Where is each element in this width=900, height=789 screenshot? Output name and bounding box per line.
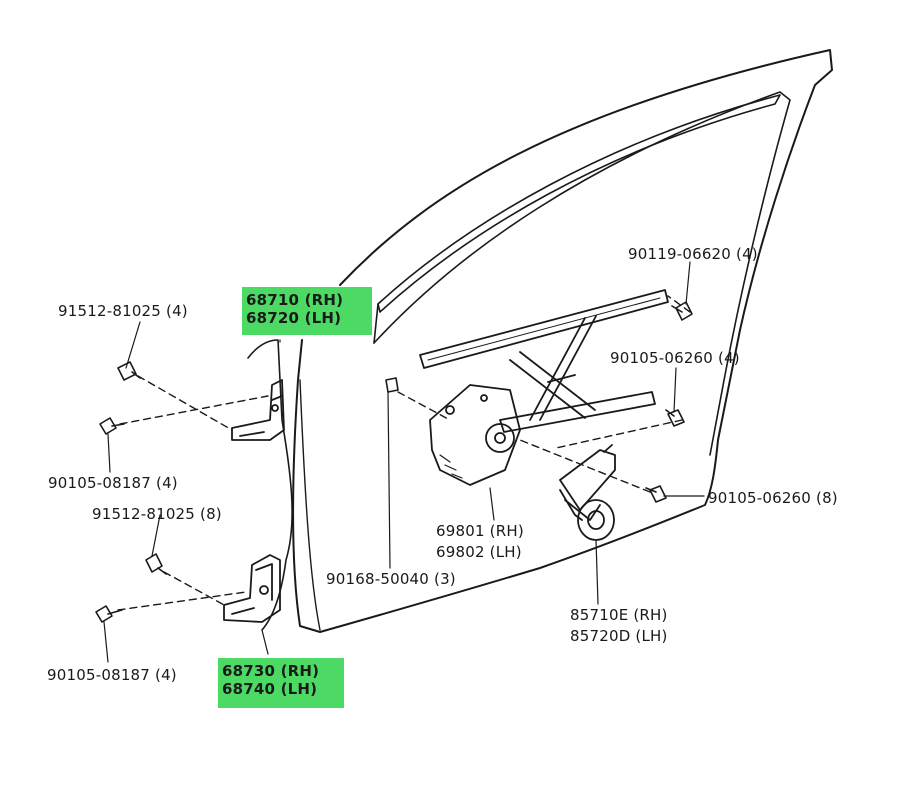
bolt-90105-06260-4	[665, 409, 685, 427]
label-68730-rh: 68730 (RH)	[222, 662, 320, 680]
door-outline	[292, 49, 833, 633]
label-91512-81025-bottom: 91512-81025 (8)	[92, 505, 222, 523]
upper-hinge	[231, 379, 285, 441]
upper-hinge-highlight: 68710 (RH) 68720 (LH)	[242, 287, 372, 335]
bolt-91512-top	[117, 361, 141, 381]
window-motor	[559, 444, 616, 541]
label-90119-06620: 90119-06620 (4)	[628, 245, 758, 263]
bolt-90105-top	[99, 417, 125, 435]
bolt-90105-bottom	[95, 605, 123, 623]
door-panel-edge	[299, 379, 321, 631]
window-frame	[377, 94, 781, 313]
label-leaders	[103, 261, 705, 663]
bolt-90105-06260-8	[645, 485, 667, 503]
label-69802-lh: 69802 (LH)	[436, 543, 522, 561]
label-90105-08187-bottom: 90105-08187 (4)	[47, 666, 177, 684]
bolt-90119	[671, 301, 693, 321]
label-85720d-lh: 85720D (LH)	[570, 627, 668, 645]
pillar-outline	[247, 339, 293, 631]
label-68710-rh: 68710 (RH)	[246, 291, 344, 309]
window-edge	[373, 303, 379, 344]
label-68740-lh: 68740 (LH)	[222, 680, 318, 698]
label-91512-81025-top: 91512-81025 (4)	[58, 302, 188, 320]
label-85710e-rh: 85710E (RH)	[570, 606, 668, 624]
dashed-leaders	[117, 295, 691, 611]
label-68720-lh: 68720 (LH)	[246, 309, 342, 327]
label-90105-08187-top: 90105-08187 (4)	[48, 474, 178, 492]
label-90105-06260-4: 90105-06260 (4)	[610, 349, 740, 367]
bolts	[95, 301, 693, 623]
label-90105-06260-8: 90105-06260 (8)	[708, 489, 838, 507]
lower-hinge	[223, 554, 281, 623]
bolt-91512-bottom	[145, 553, 167, 575]
screw-90168	[385, 377, 399, 393]
label-90168-50040: 90168-50040 (3)	[326, 570, 456, 588]
label-69801-rh: 69801 (RH)	[436, 522, 524, 540]
window-regulator	[419, 289, 669, 486]
lower-hinge-highlight: 68730 (RH) 68740 (LH)	[218, 658, 344, 708]
